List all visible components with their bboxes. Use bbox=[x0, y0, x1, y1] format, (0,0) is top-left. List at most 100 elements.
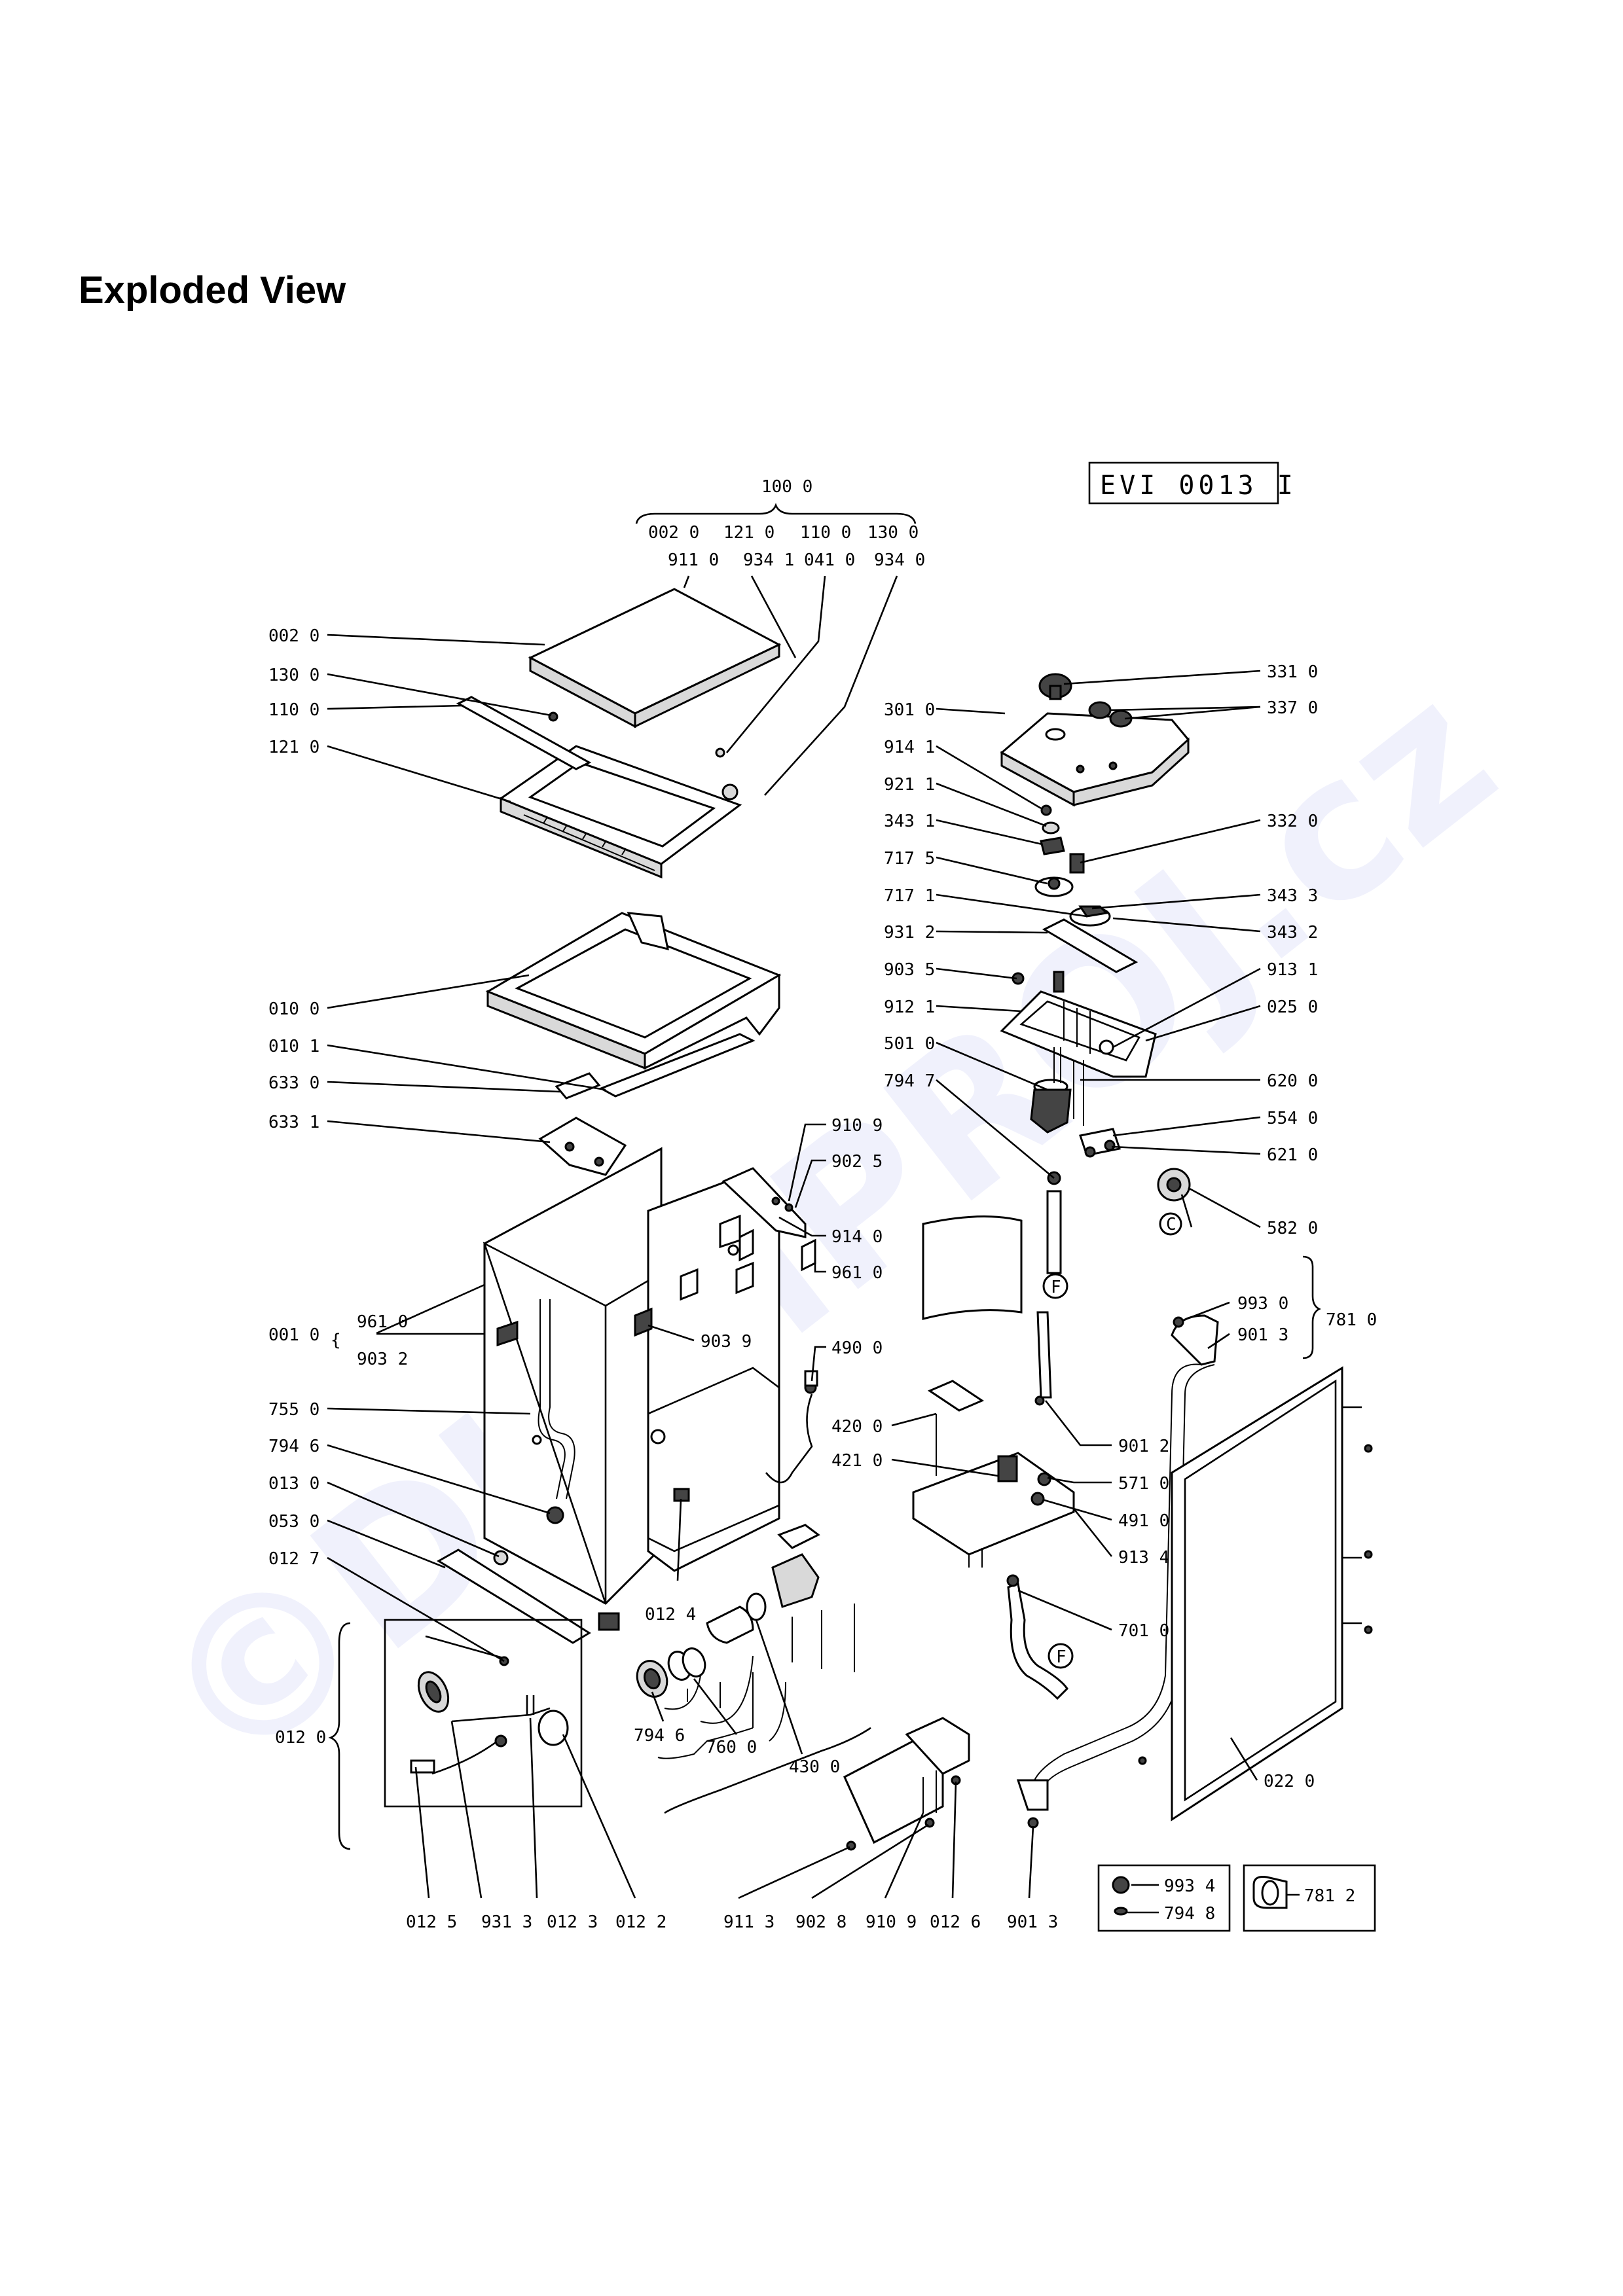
label-620-0: 620 0 bbox=[1267, 1071, 1318, 1091]
label-901-3: 901 3 bbox=[1237, 1325, 1288, 1345]
label-913-1: 913 1 bbox=[1267, 960, 1318, 980]
label-501-0: 501 0 bbox=[884, 1034, 935, 1054]
label-794-6-lower: 794 6 bbox=[634, 1726, 685, 1746]
label-430-0: 430 0 bbox=[789, 1757, 840, 1777]
label-002-0: 002 0 bbox=[268, 626, 319, 646]
label-130-0: 130 0 bbox=[268, 666, 319, 685]
label-921-1: 921 1 bbox=[884, 775, 935, 795]
label-002-0-top: 002 0 bbox=[648, 523, 699, 543]
float-box bbox=[328, 1619, 583, 1850]
label-910-9-upper: 910 9 bbox=[831, 1116, 883, 1136]
label-490-0: 490 0 bbox=[831, 1338, 883, 1358]
power-cable bbox=[765, 1393, 813, 1484]
label-755-0: 755 0 bbox=[268, 1400, 319, 1420]
top-frame bbox=[456, 696, 742, 879]
label-121-0: 121 0 bbox=[268, 738, 319, 757]
leader-lines bbox=[327, 575, 1300, 1914]
fan-wheel bbox=[1157, 1168, 1191, 1236]
label-130-0-top: 130 0 bbox=[867, 523, 919, 543]
label-343-1: 343 1 bbox=[884, 812, 935, 831]
label-110-0-top: 110 0 bbox=[800, 523, 851, 543]
label-301-0: 301 0 bbox=[884, 700, 935, 720]
label-911-3: 911 3 bbox=[723, 1912, 775, 1932]
top-brace-group bbox=[635, 503, 917, 524]
label-331-0: 331 0 bbox=[1267, 662, 1318, 682]
pump-brace bbox=[664, 1727, 871, 1814]
label-010-0: 010 0 bbox=[268, 999, 319, 1019]
side-panel bbox=[1138, 1366, 1373, 1821]
label-934-1-top: 934 1 bbox=[743, 550, 794, 570]
curved-panel bbox=[922, 1215, 1023, 1320]
label-911-0-top: 911 0 bbox=[668, 550, 719, 570]
inlet-hose bbox=[1006, 1574, 1074, 1700]
label-343-3: 343 3 bbox=[1267, 886, 1318, 906]
doc-code-box bbox=[1088, 461, 1279, 505]
label-010-1: 010 1 bbox=[268, 1037, 319, 1056]
label-901-3-lower: 901 3 bbox=[1007, 1912, 1058, 1932]
label-491-0: 491 0 bbox=[1118, 1511, 1169, 1531]
lever bbox=[1042, 918, 1139, 973]
label-025-0: 025 0 bbox=[1267, 997, 1318, 1017]
label-902-8: 902 8 bbox=[795, 1912, 847, 1932]
hose-segment bbox=[1042, 1171, 1068, 1299]
label-012-7: 012 7 bbox=[268, 1549, 319, 1569]
label-903-5: 903 5 bbox=[884, 960, 935, 980]
water-softener-lid bbox=[1000, 712, 1190, 807]
door-panel bbox=[485, 912, 782, 1070]
label-993-0: 993 0 bbox=[1237, 1294, 1288, 1314]
label-571-0: 571 0 bbox=[1118, 1474, 1169, 1494]
label-633-0: 633 0 bbox=[268, 1073, 319, 1093]
cabinet-body bbox=[483, 1147, 780, 1631]
label-931-2: 931 2 bbox=[884, 923, 935, 942]
label-121-0-top: 121 0 bbox=[723, 523, 775, 543]
label-041-0: 041 0 bbox=[804, 550, 855, 570]
label-053-0: 053 0 bbox=[268, 1512, 319, 1532]
legend-boxes bbox=[1097, 1864, 1376, 1932]
page-title: Exploded View bbox=[79, 269, 346, 312]
label-912-1: 912 1 bbox=[884, 997, 935, 1017]
label-931-3: 931 3 bbox=[481, 1912, 532, 1932]
label-903-9: 903 9 bbox=[701, 1332, 752, 1352]
label-781-2: 781 2 bbox=[1304, 1886, 1355, 1906]
marker-c: C bbox=[1166, 1215, 1176, 1234]
doc-code: EVI 0013 I bbox=[1100, 471, 1297, 501]
label-621-0: 621 0 bbox=[1267, 1145, 1318, 1165]
label-794-7: 794 7 bbox=[884, 1071, 935, 1091]
label-633-1: 633 1 bbox=[268, 1113, 319, 1132]
label-421-0: 421 0 bbox=[831, 1451, 883, 1471]
label-717-1: 717 1 bbox=[884, 886, 935, 906]
label-961-0-left: 961 0 bbox=[357, 1312, 408, 1332]
mount-bracket bbox=[843, 1717, 970, 1851]
marker-f-upper: F bbox=[1051, 1278, 1061, 1297]
label-961-0-right: 961 0 bbox=[831, 1263, 883, 1283]
label-012-6: 012 6 bbox=[930, 1912, 981, 1932]
label-001-0: 001 0 bbox=[268, 1325, 319, 1345]
knobs bbox=[1038, 673, 1133, 728]
label-914-0: 914 0 bbox=[831, 1227, 883, 1247]
label-110-0: 110 0 bbox=[268, 700, 319, 720]
label-903-2: 903 2 bbox=[357, 1350, 408, 1369]
label-902-5: 902 5 bbox=[831, 1152, 883, 1172]
label-760-0: 760 0 bbox=[706, 1738, 757, 1757]
label-337-0: 337 0 bbox=[1267, 698, 1318, 718]
label-343-2: 343 2 bbox=[1267, 923, 1318, 942]
label-012-0: 012 0 bbox=[275, 1728, 326, 1748]
label-701-0: 701 0 bbox=[1118, 1621, 1169, 1641]
label-934-0: 934 0 bbox=[874, 550, 925, 570]
label-012-3: 012 3 bbox=[547, 1912, 598, 1932]
label-012-2: 012 2 bbox=[615, 1912, 666, 1932]
label-554-0: 554 0 bbox=[1267, 1109, 1318, 1128]
label-794-8: 794 8 bbox=[1164, 1904, 1215, 1924]
label-717-5: 717 5 bbox=[884, 849, 935, 869]
label-022-0: 022 0 bbox=[1264, 1772, 1315, 1791]
door-strip bbox=[598, 1033, 756, 1098]
brace-001: { bbox=[331, 1331, 341, 1350]
dispenser-cup bbox=[1030, 1047, 1072, 1134]
label-910-9-lower: 910 9 bbox=[866, 1912, 917, 1932]
pump-group bbox=[636, 1524, 855, 1742]
label-420-0: 420 0 bbox=[831, 1417, 883, 1437]
label-012-4: 012 4 bbox=[645, 1605, 696, 1624]
label-914-1: 914 1 bbox=[884, 738, 935, 757]
drain-hose bbox=[1016, 1255, 1321, 1829]
